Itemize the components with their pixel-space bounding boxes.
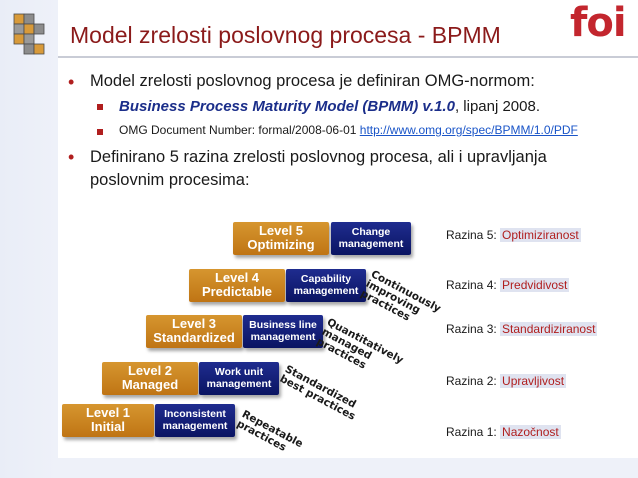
- razina-1: Razina 1: Nazočnost: [446, 425, 561, 439]
- level-5-management-line-2: management: [338, 238, 404, 250]
- level-1-number: Level 1: [85, 405, 131, 420]
- level-1-practices: Repeatable practices: [235, 408, 305, 460]
- level-3-number: Level 3: [171, 316, 217, 331]
- sub-bullet-2: OMG Document Number: formal/2008-06-01 h…: [97, 123, 578, 137]
- level-4-box: Level 4 Predictable: [189, 269, 285, 302]
- level-2-management: Work unit management: [199, 362, 279, 395]
- level-5-box: Level 5 Optimizing: [233, 222, 329, 255]
- level-4-management-line-2: management: [293, 285, 359, 297]
- level-1-management: Inconsistent management: [155, 404, 235, 437]
- level-4-management: Capability management: [286, 269, 366, 302]
- level-4-practices: Continuously improving practices: [359, 268, 443, 334]
- level-3-practices: Quantitatively managed practices: [315, 316, 406, 386]
- title-divider: [58, 56, 638, 58]
- bullet-1-text: Model zrelosti poslovnog procesa je defi…: [90, 72, 535, 90]
- omg-spec-link[interactable]: http://www.omg.org/spec/BPMM/1.0/PDF: [359, 123, 578, 137]
- razina-4-label: Razina 4:: [446, 278, 501, 292]
- razina-1-label: Razina 1:: [446, 425, 501, 439]
- razina-4-value: Predvidivost: [500, 278, 570, 292]
- sub-bullet-1: Business Process Maturity Model (BPMM) v…: [97, 98, 540, 115]
- left-sidebar-band: [0, 0, 58, 478]
- razina-2: Razina 2: Upravljivost: [446, 374, 567, 388]
- foi-logo: foi: [570, 0, 632, 52]
- level-2-name: Managed: [121, 377, 179, 392]
- razina-3-value: Standardiziranost: [500, 322, 598, 336]
- footer-band: [58, 458, 638, 478]
- razina-5: Razina 5: Optimiziranost: [446, 228, 581, 242]
- level-5-management: Change management: [331, 222, 411, 255]
- bullet-2: Definirano 5 razina zrelosti poslovnog p…: [68, 146, 630, 192]
- bullet-2-line-1: Definirano 5 razina zrelosti poslovnog p…: [90, 148, 547, 166]
- level-2-practices: Standardized best practices: [278, 363, 362, 423]
- slide-title: Model zrelosti poslovnog procesa - BPMM: [70, 22, 501, 48]
- bpmm-staircase-diagram: Level 5 Optimizing Change management Lev…: [62, 219, 443, 454]
- bullet-2-line-2: poslovnim procesima:: [90, 171, 250, 189]
- stacked-cubes-icon: [13, 13, 45, 55]
- level-5-management-line-1: Change: [351, 226, 391, 238]
- level-3-name: Standardized: [153, 330, 235, 345]
- level-4-number: Level 4: [214, 270, 260, 285]
- level-5-number: Level 5: [258, 223, 304, 238]
- razina-2-label: Razina 2:: [446, 374, 501, 388]
- razina-1-value: Nazočnost: [500, 425, 561, 439]
- level-1-name: Initial: [91, 419, 125, 434]
- bpmm-date: , lipanj 2008.: [454, 98, 541, 115]
- level-1-management-line-2: management: [162, 420, 228, 432]
- razina-4: Razina 4: Predvidivost: [446, 278, 570, 292]
- level-5-name: Optimizing: [247, 237, 315, 252]
- level-2-number: Level 2: [127, 363, 173, 378]
- level-2-management-line-2: management: [206, 378, 272, 390]
- level-2-management-line-1: Work unit: [214, 366, 264, 378]
- bullet-1: Model zrelosti poslovnog procesa je defi…: [68, 72, 535, 93]
- level-1-management-line-1: Inconsistent: [164, 408, 226, 420]
- bpmm-title: Business Process Maturity Model (BPMM) v…: [119, 98, 455, 115]
- level-3-management: Business line management: [243, 315, 323, 348]
- razina-2-value: Upravljivost: [500, 374, 567, 388]
- level-3-management-line-2: management: [250, 331, 316, 343]
- logo-text: foi: [570, 0, 627, 46]
- razina-5-value: Optimiziranost: [500, 228, 581, 242]
- razina-3: Razina 3: Standardiziranost: [446, 322, 598, 336]
- level-2-box: Level 2 Managed: [102, 362, 198, 395]
- level-1-box: Level 1 Initial: [62, 404, 154, 437]
- level-3-box: Level 3 Standardized: [146, 315, 242, 348]
- razina-5-label: Razina 5:: [446, 228, 501, 242]
- omg-doc-number: OMG Document Number: formal/2008-06-01: [119, 123, 360, 137]
- level-4-management-line-1: Capability: [300, 273, 352, 285]
- level-3-management-line-1: Business line: [249, 319, 317, 331]
- razina-3-label: Razina 3:: [446, 322, 501, 336]
- level-4-name: Predictable: [201, 284, 273, 299]
